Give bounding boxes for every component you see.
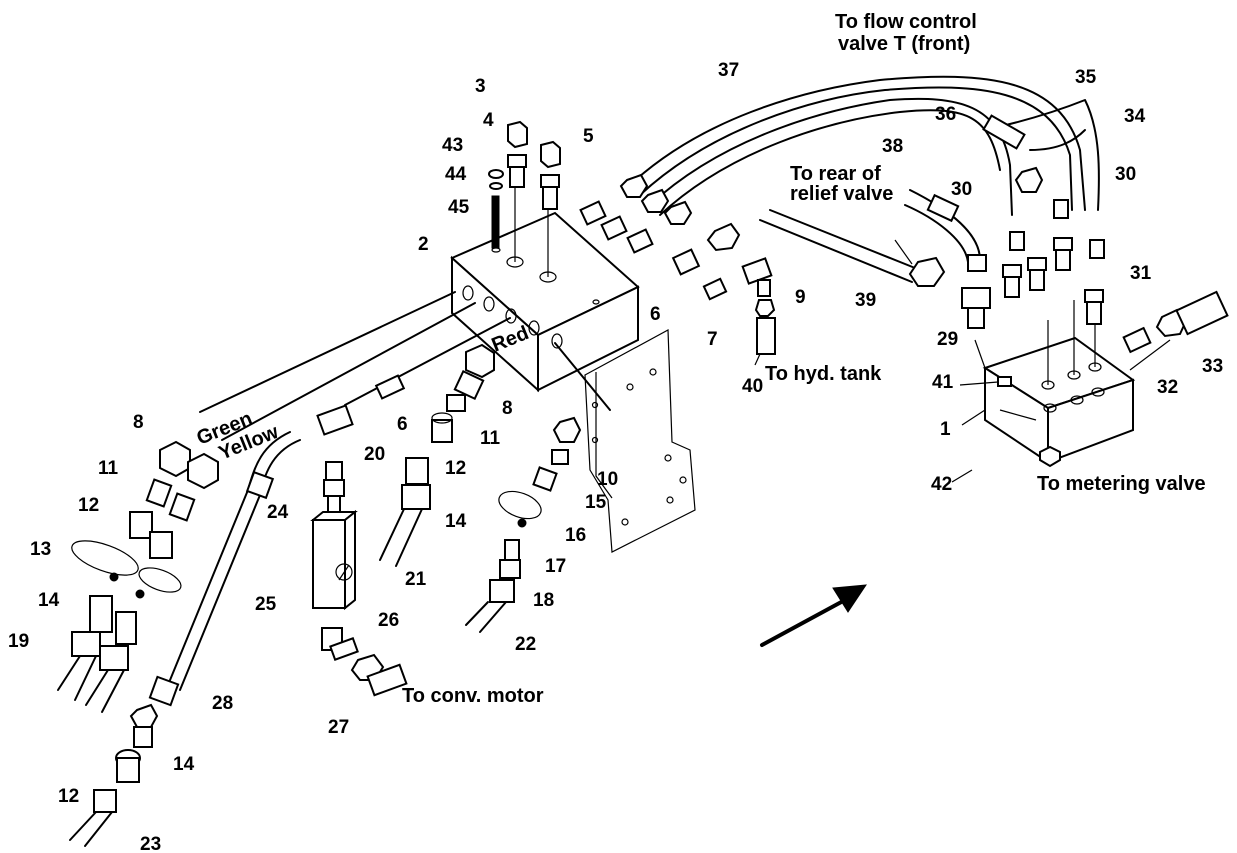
callout: 25 [255, 594, 277, 615]
note-relief-2: relief valve [790, 183, 893, 205]
callout: 10 [597, 469, 618, 490]
callout: 36 [935, 104, 956, 125]
callout: 37 [718, 60, 739, 81]
callout: 11 [480, 428, 501, 449]
callout: 28 [212, 693, 233, 714]
callout: 38 [882, 136, 903, 157]
callout: 31 [1130, 263, 1152, 284]
callout: 15 [585, 492, 607, 513]
leader-lines [754, 239, 1037, 483]
callout: 12 [78, 495, 99, 516]
callout: 29 [937, 329, 958, 350]
callout: 1 [940, 419, 951, 440]
note-flow-control-2: valve T (front) [838, 33, 970, 55]
callout: 34 [1124, 106, 1146, 127]
callout: 35 [1075, 67, 1097, 88]
fittings-top [488, 120, 741, 254]
callout: 11 [98, 458, 119, 479]
note-conv-motor: To conv. motor [402, 685, 544, 707]
manifold-block-1 [982, 336, 1136, 468]
hose-28-assembly [69, 431, 301, 847]
callout: 30 [1115, 164, 1136, 185]
note-metering: To metering valve [1037, 473, 1206, 495]
callout: 6 [397, 414, 408, 435]
fittings-center-lower [310, 404, 408, 697]
callout: 21 [405, 569, 427, 590]
callout: 3 [475, 76, 486, 97]
callout: 14 [445, 511, 467, 532]
callout: 45 [448, 197, 470, 218]
note-hyd-tank: To hyd. tank [765, 363, 882, 385]
callout: 40 [742, 376, 763, 397]
callout: 19 [8, 631, 29, 652]
callout: 18 [533, 590, 554, 611]
callout: 8 [502, 398, 513, 419]
callout: 16 [565, 525, 586, 546]
callout: 13 [30, 539, 51, 560]
callout: 44 [445, 164, 467, 185]
callout: 7 [707, 329, 718, 350]
fittings-lower-left [57, 440, 219, 713]
note-relief-1: To rear of [790, 163, 881, 185]
callout: 33 [1202, 356, 1223, 377]
mounting-bracket [584, 329, 696, 553]
callout: 17 [545, 556, 566, 577]
callout: 6 [650, 304, 661, 325]
fittings-center-right [379, 343, 582, 633]
direction-arrow [760, 584, 867, 647]
callout: 20 [364, 444, 385, 465]
callout: 41 [932, 372, 954, 393]
note-flow-control-1: To flow control [835, 11, 977, 33]
callout: 14 [38, 590, 60, 611]
callout: 14 [173, 754, 195, 775]
callout: 39 [855, 290, 876, 311]
middle-hoses [759, 189, 981, 283]
tube-lines [199, 165, 1171, 441]
callout: 8 [133, 412, 144, 433]
callout: 23 [140, 834, 161, 853]
callout: 2 [418, 234, 429, 255]
callout: 30 [951, 179, 972, 200]
callout: 32 [1157, 377, 1178, 398]
callout: 27 [328, 717, 349, 738]
callout: 22 [515, 634, 536, 655]
callout: 9 [795, 287, 806, 308]
callout-numbers: 1 2 3 4 5 6 6 7 8 8 9 10 11 11 12 12 12 … [8, 60, 1223, 853]
fittings-right [908, 114, 1229, 354]
callout: 5 [583, 126, 594, 147]
callout: 24 [267, 502, 289, 523]
callout: 26 [378, 610, 399, 631]
callout: 4 [483, 110, 494, 131]
fittings-middle [374, 248, 776, 400]
callout: 12 [445, 458, 466, 479]
callout: 42 [931, 474, 952, 495]
callout: 43 [442, 135, 463, 156]
callout: 12 [58, 786, 79, 807]
